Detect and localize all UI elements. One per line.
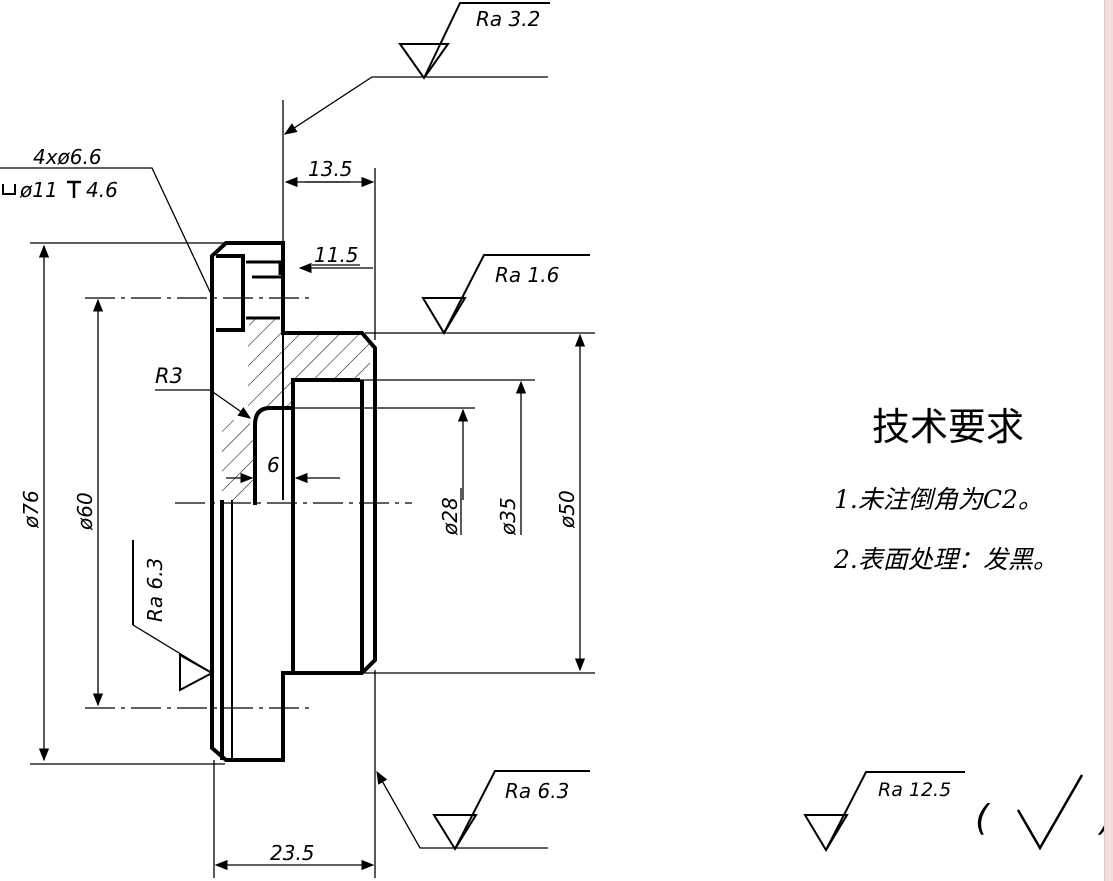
- dim-23-5: 23.5: [270, 841, 315, 865]
- dim-13-5: 13.5: [308, 157, 353, 181]
- hole-callout-depth: 4.6: [86, 178, 118, 202]
- dimension-lines: [0, 76, 586, 871]
- hole-callout-line2: ø11: [19, 178, 58, 202]
- dim-dia35: ø35: [496, 497, 520, 536]
- requirements-item-2: 2.表面处理：发黑。: [833, 545, 1058, 574]
- roughness-left-label: Ra 6.3: [143, 558, 167, 622]
- roughness-symbol-top: [398, 2, 550, 80]
- dim-dia28: ø28: [438, 497, 462, 536]
- dim-dia60: ø60: [73, 492, 97, 531]
- depth-icon: [67, 180, 81, 198]
- window-edge: [1104, 0, 1113, 881]
- dim-r3: R3: [155, 364, 183, 388]
- counterbore-step: [246, 260, 283, 320]
- section-hatch-lower: [222, 420, 255, 500]
- roughness-general-label: Ra 12.5: [878, 779, 951, 801]
- roughness-symbol-right: [421, 254, 590, 335]
- roughness-bottom-label: Ra 6.3: [505, 779, 569, 803]
- counterbore-icon: [2, 184, 16, 195]
- roughness-symbol-general: [803, 771, 965, 852]
- section-hatch-upper: [248, 318, 370, 420]
- center-lines: [30, 100, 595, 878]
- hole-callout-line1: 4xø6.6: [33, 145, 102, 169]
- roughness-right-label: Ra 1.6: [495, 263, 559, 287]
- general-bracket-open: (: [975, 798, 991, 839]
- requirements-title: 技术要求: [872, 405, 1024, 449]
- counterbore: [216, 254, 245, 332]
- dim-dia50: ø50: [555, 490, 579, 529]
- r3-groove: [253, 406, 293, 505]
- roughness-symbol-bottom: [432, 770, 590, 851]
- dim-11-5: 11.5: [314, 243, 359, 267]
- bore-outline: [291, 378, 364, 673]
- part-section: [210, 241, 377, 762]
- check-mark-icon: [1016, 774, 1084, 851]
- requirements-item-1: 1.未注倒角为C2。: [834, 485, 1043, 514]
- dim-dia76: ø76: [19, 490, 43, 529]
- roughness-symbol-left: [132, 540, 215, 692]
- dim-6: 6: [267, 453, 280, 477]
- roughness-top-label: Ra 3.2: [476, 7, 540, 31]
